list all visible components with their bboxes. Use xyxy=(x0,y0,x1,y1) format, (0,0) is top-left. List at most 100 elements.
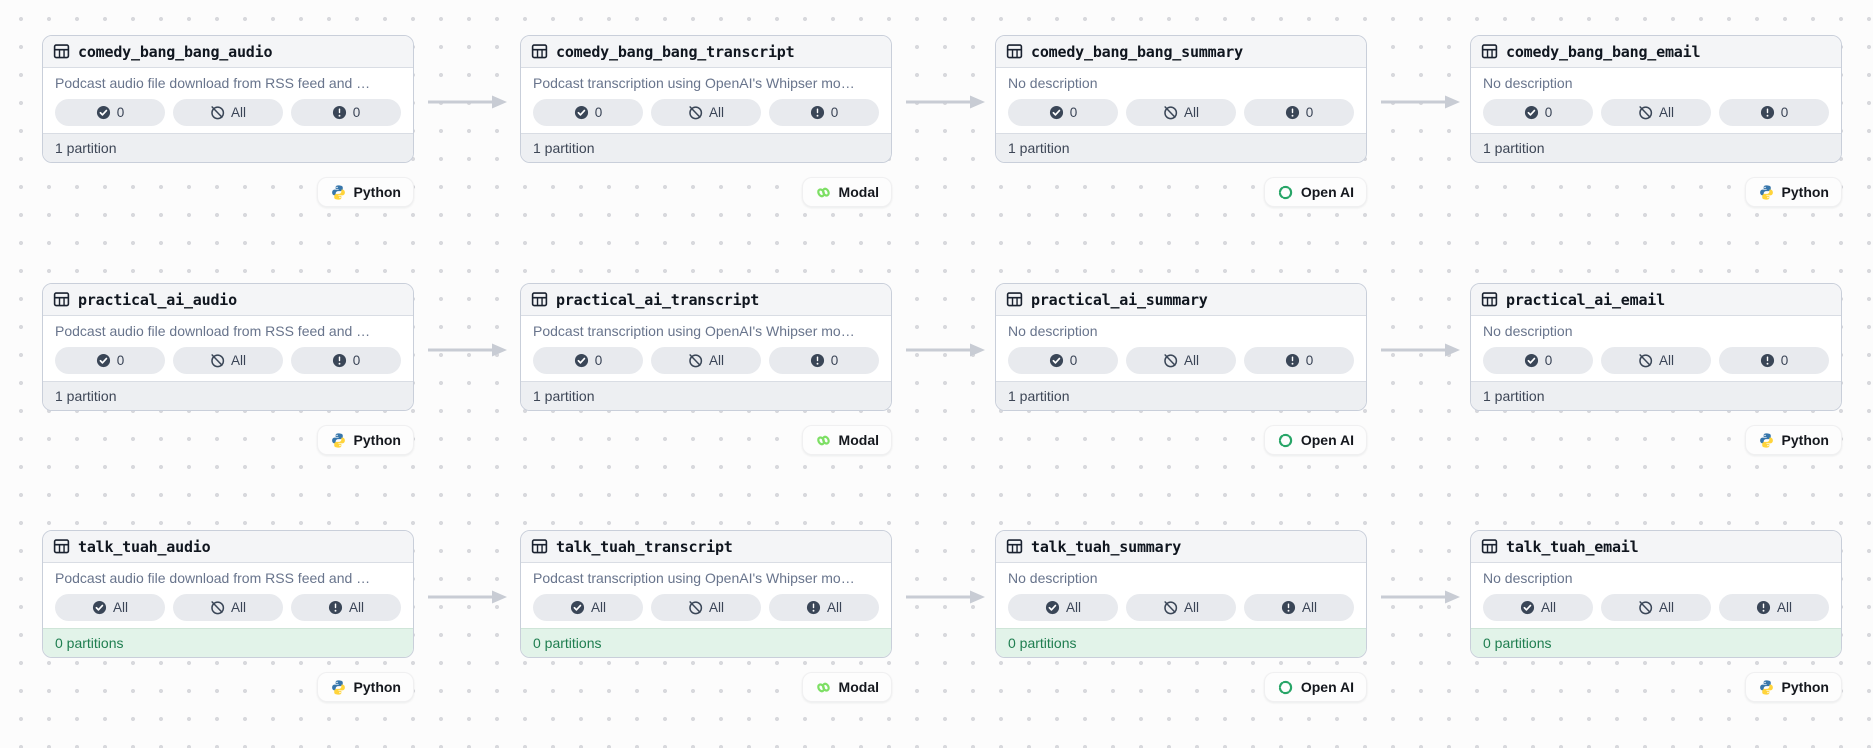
materialized-count: All xyxy=(1540,600,1556,615)
compute-kind-tag[interactable]: Python xyxy=(316,177,414,207)
failed-count-pill[interactable]: All xyxy=(769,594,879,621)
compute-kind-tag[interactable]: Python xyxy=(1744,177,1842,207)
asset-card[interactable]: practical_ai_email No description 0 xyxy=(1470,283,1842,411)
asset-cell: comedy_bang_bang_summary No description … xyxy=(995,35,1367,207)
missing-count-pill[interactable]: All xyxy=(1126,594,1236,621)
missing-count-pill[interactable]: All xyxy=(173,594,283,621)
asset-description: No description xyxy=(1008,570,1098,586)
check-circle-icon xyxy=(1524,105,1539,120)
asset-card-header: comedy_bang_bang_transcript xyxy=(521,36,891,68)
openai-icon xyxy=(1277,679,1294,696)
failed-count-pill[interactable]: 0 xyxy=(1719,347,1829,374)
asset-card[interactable]: talk_tuah_summary No description All xyxy=(995,530,1367,658)
materialized-count-pill[interactable]: 0 xyxy=(1008,99,1118,126)
failed-count-pill[interactable]: 0 xyxy=(769,347,879,374)
failed-count-pill[interactable]: 0 xyxy=(769,99,879,126)
failed-count-pill[interactable]: 0 xyxy=(1244,99,1354,126)
failed-count: 0 xyxy=(352,105,361,120)
asset-card[interactable]: talk_tuah_email No description All xyxy=(1470,530,1842,658)
asset-cell: talk_tuah_email No description All xyxy=(1470,530,1842,702)
missing-count-pill[interactable]: All xyxy=(651,594,761,621)
materialized-count-pill[interactable]: All xyxy=(1483,594,1593,621)
asset-card-body: Podcast transcription using OpenAI's Whi… xyxy=(521,68,891,133)
materialized-count-pill[interactable]: 0 xyxy=(1483,347,1593,374)
failed-count-pill[interactable]: 0 xyxy=(1244,347,1354,374)
missing-count-pill[interactable]: All xyxy=(173,347,283,374)
asset-card[interactable]: comedy_bang_bang_summary No description … xyxy=(995,35,1367,163)
materialized-count-pill[interactable]: 0 xyxy=(533,99,643,126)
missing-count-pill[interactable]: All xyxy=(173,99,283,126)
missing-count-pill[interactable]: All xyxy=(651,347,761,374)
materialized-count-pill[interactable]: 0 xyxy=(1483,99,1593,126)
slash-circle-icon xyxy=(1163,600,1178,615)
compute-kind-tag-row: Python xyxy=(42,425,414,455)
missing-count-pill[interactable]: All xyxy=(1601,347,1711,374)
failed-count: 0 xyxy=(1305,105,1314,120)
compute-kind-tag[interactable]: Open AI xyxy=(1263,425,1367,455)
compute-kind-tag[interactable]: Python xyxy=(316,672,414,702)
materialized-count-pill[interactable]: 0 xyxy=(1008,347,1118,374)
slash-circle-icon xyxy=(688,105,703,120)
missing-count-pill[interactable]: All xyxy=(651,99,761,126)
partition-status-pills: 0 All xyxy=(1008,99,1354,126)
asset-card[interactable]: talk_tuah_audio Podcast audio file downl… xyxy=(42,530,414,658)
missing-count-pill[interactable]: All xyxy=(1601,594,1711,621)
asset-card[interactable]: comedy_bang_bang_email No description 0 xyxy=(1470,35,1842,163)
compute-kind-tag[interactable]: Modal xyxy=(801,425,892,455)
materialized-count: 0 xyxy=(1544,105,1553,120)
asset-card-body: Podcast audio file download from RSS fee… xyxy=(43,68,413,133)
table-asset-icon xyxy=(531,43,548,60)
asset-cell: talk_tuah_summary No description All xyxy=(995,530,1367,702)
asset-card-header: comedy_bang_bang_summary xyxy=(996,36,1366,68)
materialized-count-pill[interactable]: 0 xyxy=(55,99,165,126)
compute-kind-tag[interactable]: Open AI xyxy=(1263,177,1367,207)
failed-count: All xyxy=(1301,600,1317,615)
materialized-count-pill[interactable]: All xyxy=(55,594,165,621)
failed-count-pill[interactable]: 0 xyxy=(291,347,401,374)
dependency-arrow xyxy=(906,342,986,358)
failed-count-pill[interactable]: 0 xyxy=(1719,99,1829,126)
dependency-arrow xyxy=(906,589,986,605)
materialized-count: 0 xyxy=(116,353,125,368)
alert-circle-icon xyxy=(332,353,347,368)
compute-kind-tag[interactable]: Modal xyxy=(801,672,892,702)
asset-card[interactable]: comedy_bang_bang_transcript Podcast tran… xyxy=(520,35,892,163)
materialized-count-pill[interactable]: 0 xyxy=(55,347,165,374)
asset-card-body: Podcast transcription using OpenAI's Whi… xyxy=(521,563,891,628)
failed-count-pill[interactable]: 0 xyxy=(291,99,401,126)
missing-count-pill[interactable]: All xyxy=(1601,99,1711,126)
asset-card-body: No description 0 xyxy=(996,68,1366,133)
slash-circle-icon xyxy=(210,353,225,368)
asset-name: practical_ai_audio xyxy=(78,290,237,309)
compute-kind-tag[interactable]: Python xyxy=(1744,672,1842,702)
asset-card[interactable]: talk_tuah_transcript Podcast transcripti… xyxy=(520,530,892,658)
asset-card-header: practical_ai_email xyxy=(1471,284,1841,316)
missing-count-pill[interactable]: All xyxy=(1126,99,1236,126)
slash-circle-icon xyxy=(1638,353,1653,368)
compute-kind-label: Python xyxy=(1781,679,1829,695)
compute-kind-tag[interactable]: Python xyxy=(1744,425,1842,455)
asset-name: comedy_bang_bang_transcript xyxy=(556,42,795,61)
materialized-count-pill[interactable]: All xyxy=(1008,594,1118,621)
compute-kind-tag[interactable]: Modal xyxy=(801,177,892,207)
asset-card[interactable]: practical_ai_audio Podcast audio file do… xyxy=(42,283,414,411)
asset-name: talk_tuah_summary xyxy=(1031,537,1182,556)
compute-kind-tag[interactable]: Python xyxy=(316,425,414,455)
missing-count-pill[interactable]: All xyxy=(1126,347,1236,374)
asset-card[interactable]: comedy_bang_bang_audio Podcast audio fil… xyxy=(42,35,414,163)
compute-kind-label: Python xyxy=(1781,184,1829,200)
failed-count-pill[interactable]: All xyxy=(1719,594,1829,621)
asset-card[interactable]: practical_ai_transcript Podcast transcri… xyxy=(520,283,892,411)
materialized-count-pill[interactable]: 0 xyxy=(533,347,643,374)
table-asset-icon xyxy=(1481,291,1498,308)
failed-count-pill[interactable]: All xyxy=(1244,594,1354,621)
materialized-count-pill[interactable]: All xyxy=(533,594,643,621)
asset-card-header: talk_tuah_summary xyxy=(996,531,1366,563)
asset-card[interactable]: practical_ai_summary No description 0 xyxy=(995,283,1367,411)
asset-name: comedy_bang_bang_email xyxy=(1506,42,1701,61)
failed-count-pill[interactable]: All xyxy=(291,594,401,621)
compute-kind-tag[interactable]: Open AI xyxy=(1263,672,1367,702)
slash-circle-icon xyxy=(1638,105,1653,120)
asset-name: talk_tuah_audio xyxy=(78,537,211,556)
